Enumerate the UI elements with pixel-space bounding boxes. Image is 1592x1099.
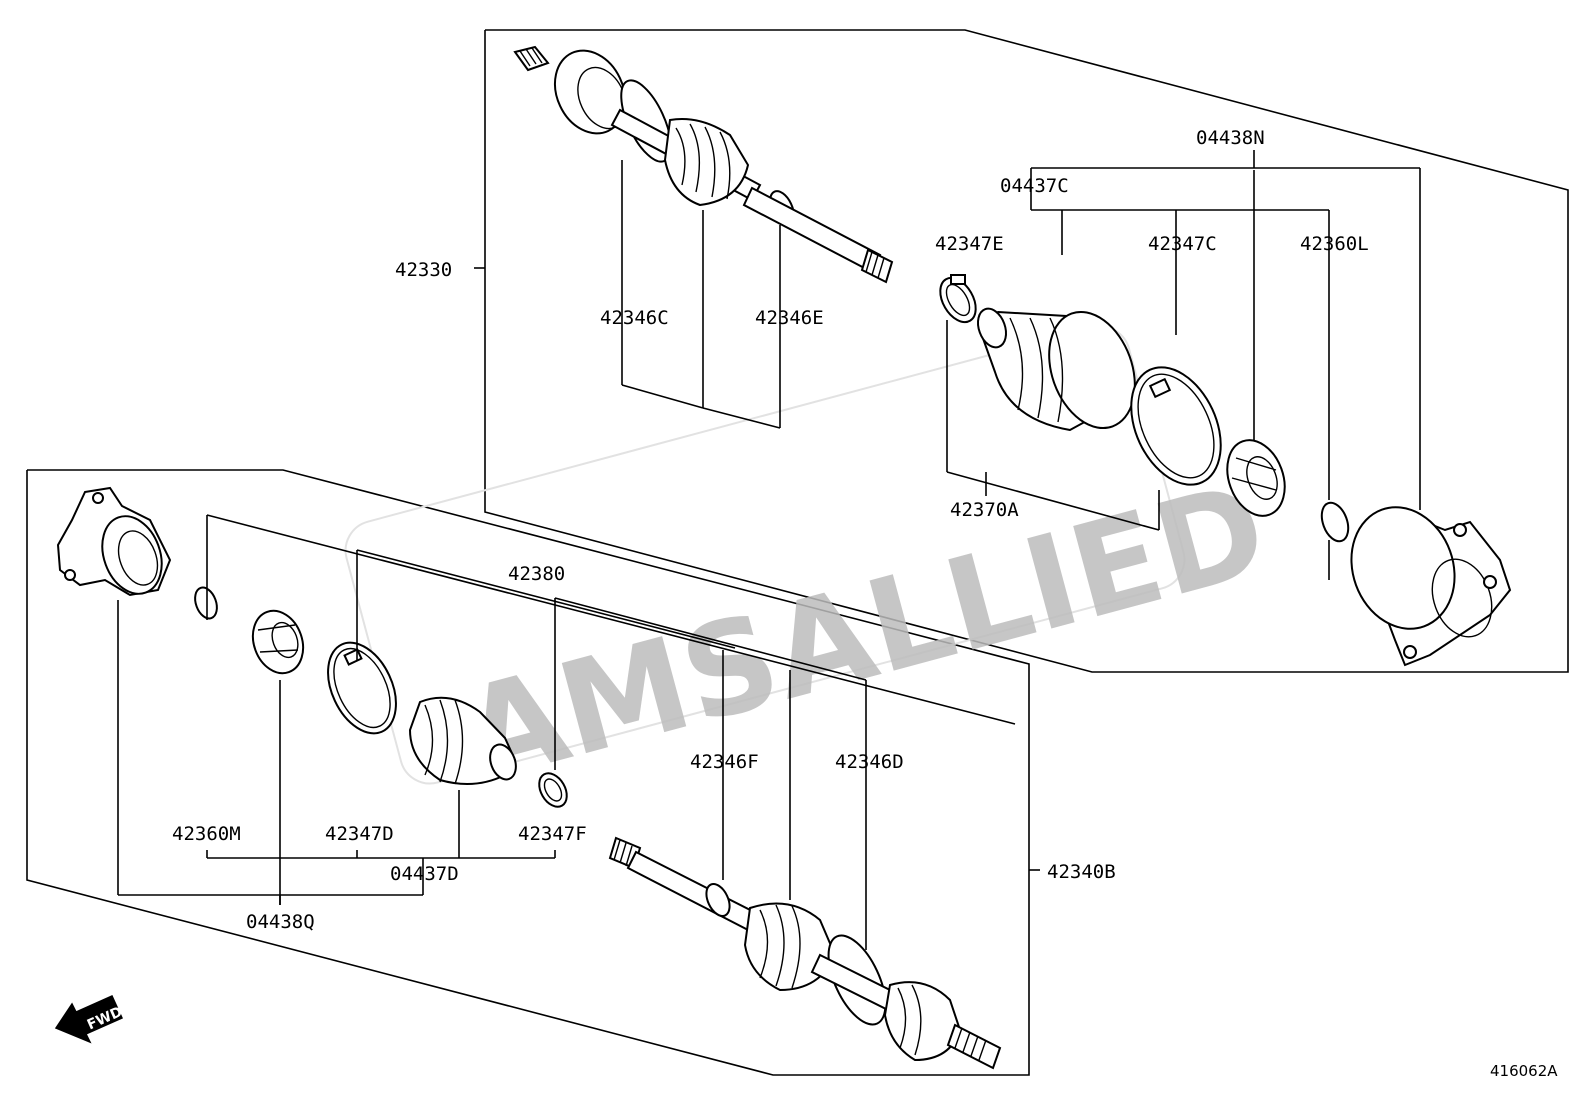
clamp-42347C (1130, 366, 1222, 486)
boot-lower (408, 696, 517, 785)
label-42346C: 42346C (600, 307, 669, 329)
label-42347D: 42347D (325, 823, 394, 845)
label-42360M: 42360M (172, 823, 241, 845)
snap-ring-42360L (1320, 501, 1350, 543)
lower-drive-shaft (608, 836, 1002, 1070)
tripod-upper (1226, 439, 1286, 517)
flange-housing-upper (1350, 506, 1512, 667)
clamp-42347D (327, 641, 397, 735)
upper-leaders (621, 150, 1421, 580)
label-42347E: 42347E (935, 233, 1004, 255)
upper-assembly-frame (474, 29, 1569, 673)
label-42330: 42330 (395, 259, 452, 281)
label-42360L: 42360L (1300, 233, 1369, 255)
tripod-lower (251, 609, 305, 675)
clamp-42347E (939, 274, 977, 324)
label-42346F: 42346F (690, 751, 759, 773)
label-42380: 42380 (508, 563, 565, 585)
label-04438N: 04438N (1196, 127, 1265, 149)
label-42346E: 42346E (755, 307, 824, 329)
lower-leaders (117, 514, 1016, 950)
upper-drive-shaft (513, 45, 894, 284)
label-04437D: 04437D (390, 863, 459, 885)
label-42340B: 42340B (1047, 861, 1116, 883)
label-42346D: 42346D (835, 751, 904, 773)
flange-housing-lower (56, 486, 172, 597)
clamp-42347F (538, 772, 568, 808)
label-42370A: 42370A (950, 499, 1019, 521)
lower-assembly-frame (26, 469, 1040, 1076)
reference-code: 416062A (1490, 1062, 1558, 1080)
snap-ring-42360M (194, 586, 218, 620)
fwd-arrow-icon: FWD (54, 995, 125, 1044)
label-04438Q: 04438Q (246, 911, 315, 933)
label-04437C: 04437C (1000, 175, 1069, 197)
boot-upper (976, 307, 1136, 432)
label-42347C: 42347C (1148, 233, 1217, 255)
label-42347F: 42347F (518, 823, 587, 845)
